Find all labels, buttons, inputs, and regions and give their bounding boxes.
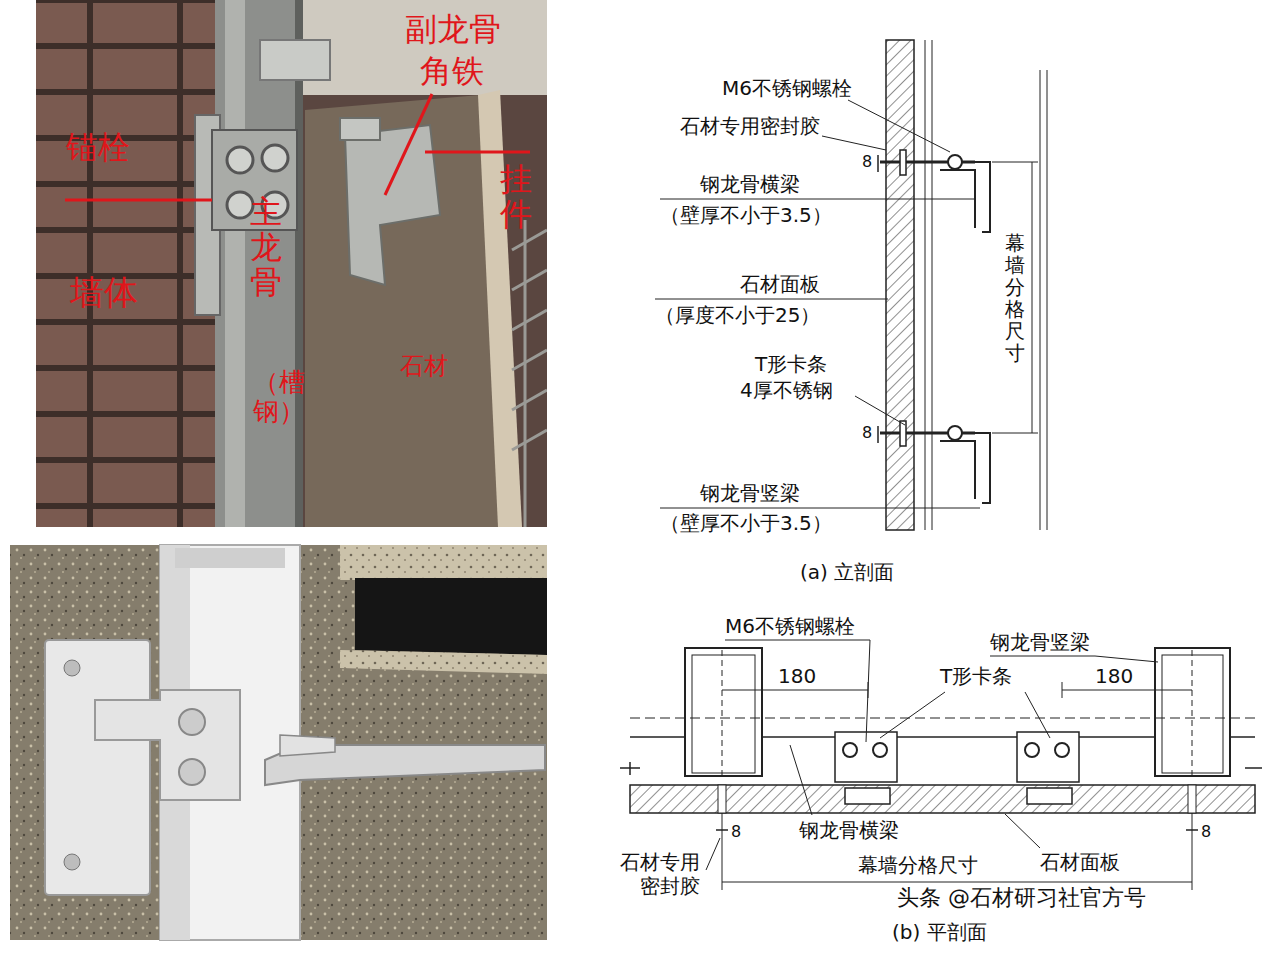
part-label: 石材面板 [740, 272, 820, 296]
watermark: 头条 @石材研习社官方号 [893, 885, 1150, 911]
part-label: M6不锈钢螺栓 [725, 614, 855, 638]
dimension-label: 180 [1095, 664, 1133, 688]
note-label: （壁厚不小于3.5） [660, 511, 832, 535]
dimension-label: 幕墙分格尺寸 [1005, 232, 1025, 364]
dimension-label: 180 [778, 664, 816, 688]
dimension-label: 8 [862, 423, 872, 442]
part-label: 角铁 [420, 52, 484, 90]
bracket-render [10, 545, 547, 940]
dimension-label: 8 [1201, 822, 1211, 841]
part-label: 墙体 [70, 272, 138, 313]
part-label: 钢龙骨竖梁 [990, 630, 1090, 654]
caption-label: (a) 立剖面 [800, 560, 894, 584]
part-label: 石材 [400, 352, 448, 381]
part-label: M6不锈钢螺栓 [722, 76, 852, 100]
vertical-section [655, 40, 1047, 530]
part-label: 石材专用密封胶 [680, 114, 820, 138]
note-label: （厚度不小于25） [655, 303, 820, 327]
note-label: （壁厚不小于3.5） [660, 203, 832, 227]
part-label: 挂件 [500, 162, 532, 232]
plan-section [620, 640, 1262, 890]
site-photo [36, 0, 547, 527]
part-label: 主龙骨 [250, 195, 282, 301]
part-label: 石材面板 [1040, 850, 1120, 874]
part-label: 钢龙骨横梁 [797, 818, 901, 842]
dimension-label: 8 [862, 152, 872, 171]
part-label: 钢龙骨横梁 [700, 172, 800, 196]
part-label: T形卡条 [755, 352, 827, 376]
part-label: T形卡条 [940, 664, 1012, 688]
dimension-label: 幕墙分格尺寸 [858, 853, 978, 877]
caption-label: (b) 平剖面 [892, 920, 987, 944]
dimension-label: 8 [731, 822, 741, 841]
part-label: 石材专用密封胶 [612, 850, 700, 898]
part-label: （槽钢） [253, 368, 279, 425]
part-label: 副龙骨 [405, 10, 501, 48]
note-label: 4厚不锈钢 [740, 378, 833, 402]
part-label: 锚栓 [66, 128, 130, 166]
part-label: 钢龙骨竖梁 [700, 481, 800, 505]
